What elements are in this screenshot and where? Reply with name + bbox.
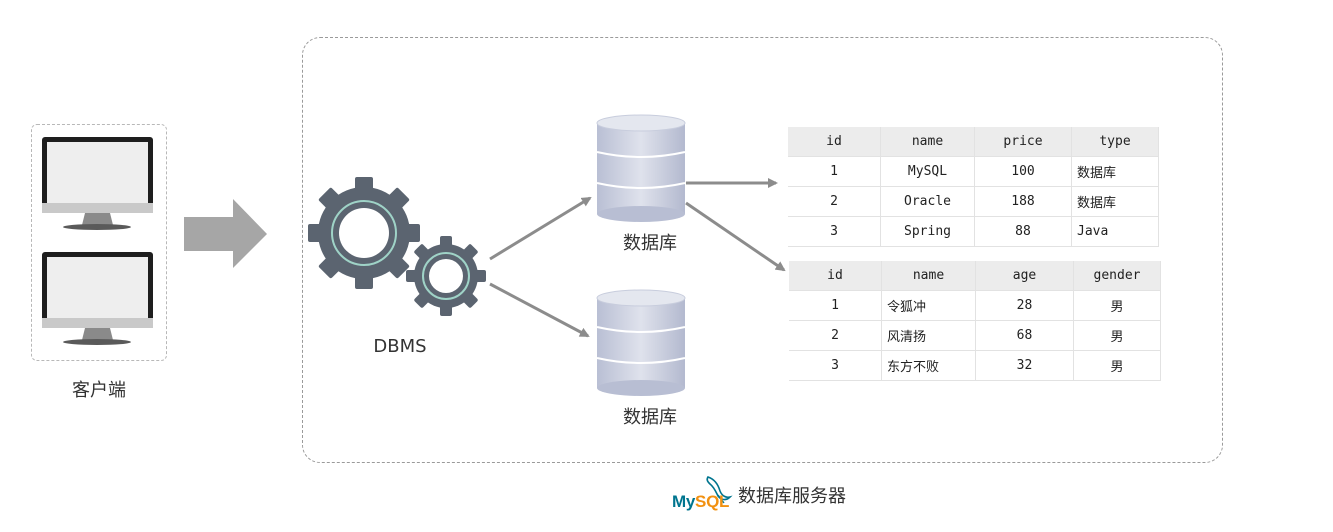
table-row: 2 Oracle 188 数据库 [788, 186, 1159, 217]
monitor-icon [42, 137, 153, 230]
table-cell: Oracle [880, 186, 975, 217]
table-cell: 2 [789, 320, 882, 351]
database-icon [596, 289, 686, 396]
users-table: id name age gender 1 令狐冲 28 男 2 风清扬 68 男… [789, 261, 1161, 381]
table-cell: 东方不败 [881, 350, 976, 381]
table-cell: 68 [975, 320, 1074, 351]
table-cell: 100 [974, 156, 1072, 187]
column-header: type [1071, 127, 1159, 157]
table-cell: 2 [788, 186, 881, 217]
table-cell: 28 [975, 290, 1074, 321]
table-row: 2 风清扬 68 男 [789, 320, 1161, 351]
mysql-logo: MySQL [672, 475, 734, 515]
column-header: id [788, 127, 881, 157]
table-cell: 88 [974, 216, 1072, 247]
arrow-dbms-to-db2 [489, 282, 590, 338]
gear-icon [308, 177, 420, 289]
table-cell: 男 [1073, 290, 1161, 321]
table-cell: Java [1071, 216, 1159, 247]
table-cell: 男 [1073, 320, 1161, 351]
dolphin-icon [706, 476, 733, 504]
table-cell: 令狐冲 [881, 290, 976, 321]
table-cell: 1 [789, 290, 882, 321]
monitor-icon [42, 252, 153, 345]
database-server-label: 数据库服务器 [738, 486, 846, 507]
products-table: id name price type 1 MySQL 100 数据库 2 Ora… [788, 127, 1159, 247]
database-icon [596, 114, 686, 222]
table-cell: Spring [880, 216, 975, 247]
server-caption: MySQL 数据库服务器 [672, 475, 846, 515]
table-row: 3 Spring 88 Java [788, 216, 1159, 247]
big-arrow-icon [184, 199, 267, 268]
database-label: 数据库 [623, 233, 677, 254]
arrow-db-to-table2 [685, 201, 786, 272]
table-row: 3 东方不败 32 男 [789, 350, 1161, 381]
table-row: 1 MySQL 100 数据库 [788, 156, 1159, 187]
client-label: 客户端 [72, 380, 126, 401]
column-header: name [881, 261, 976, 291]
table-cell: 188 [974, 186, 1072, 217]
table-cell: 3 [789, 350, 882, 381]
table-cell: 风清扬 [881, 320, 976, 351]
column-header: name [880, 127, 975, 157]
arrow-dbms-to-db1 [489, 196, 592, 261]
database-server-box [302, 37, 1223, 463]
table-row: 1 令狐冲 28 男 [789, 290, 1161, 321]
table-cell: 32 [975, 350, 1074, 381]
client-box [31, 124, 167, 361]
column-header: id [789, 261, 882, 291]
column-header: gender [1073, 261, 1161, 291]
dbms-label: DBMS [373, 336, 427, 357]
column-header: age [975, 261, 1074, 291]
table-cell: 数据库 [1071, 156, 1159, 187]
table-cell: 1 [788, 156, 881, 187]
database-label: 数据库 [623, 407, 677, 428]
table-cell: 数据库 [1071, 186, 1159, 217]
column-header: price [974, 127, 1072, 157]
table-header-row: id name price type [788, 127, 1159, 157]
table-cell: 男 [1073, 350, 1161, 381]
table-cell: 3 [788, 216, 881, 247]
table-header-row: id name age gender [789, 261, 1161, 291]
table-cell: MySQL [880, 156, 975, 187]
mysql-wordmark: MySQL [672, 492, 730, 511]
gear-icon [406, 236, 486, 316]
